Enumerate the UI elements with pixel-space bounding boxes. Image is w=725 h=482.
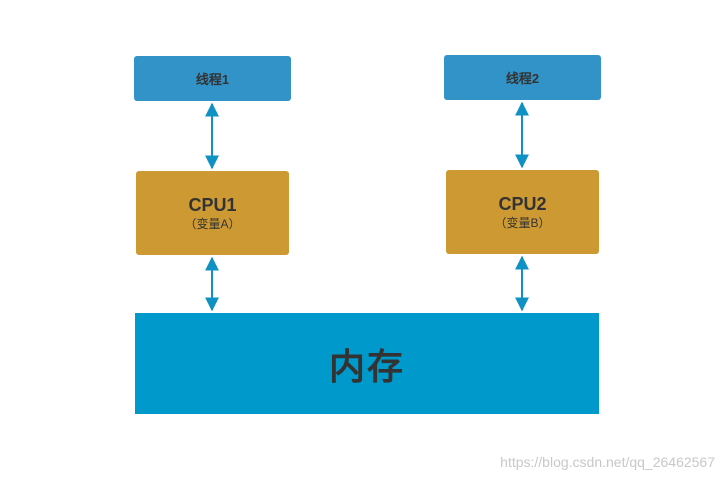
thread2-label: 线程2 bbox=[505, 71, 540, 86]
thread1-box: 线程1 bbox=[134, 56, 291, 101]
cpu2-box: CPU2 （变量B） bbox=[446, 170, 599, 254]
watermark-text: https://blog.csdn.net/qq_26462567 bbox=[500, 454, 715, 470]
memory-label: 内存 bbox=[328, 345, 405, 387]
cpu1-title: CPU1 bbox=[188, 195, 237, 215]
cpu2-title: CPU2 bbox=[498, 194, 547, 214]
thread1-label: 线程1 bbox=[195, 72, 230, 87]
memory-box: 内存 bbox=[135, 313, 599, 414]
thread2-box: 线程2 bbox=[444, 55, 601, 100]
cpu1-box: CPU1 （变量A） bbox=[136, 171, 289, 255]
cpu2-subtitle: （变量B） bbox=[494, 216, 551, 230]
cpu1-subtitle: （变量A） bbox=[184, 217, 241, 231]
